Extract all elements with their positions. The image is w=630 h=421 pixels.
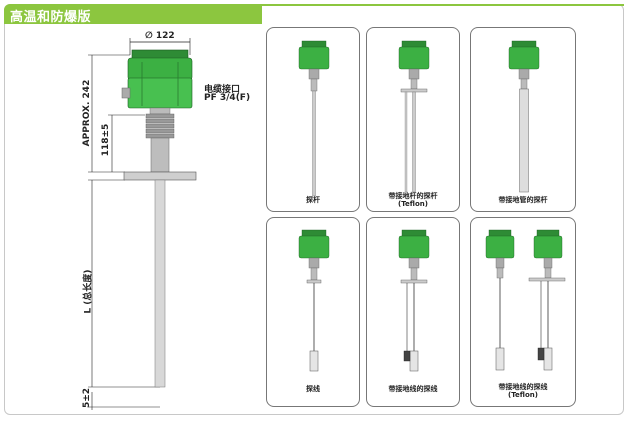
approx-242-label: APPROX. 242 <box>82 79 92 147</box>
diameter-label: ∅ 122 <box>145 31 175 41</box>
panel-subcaption: (Teflon) <box>398 200 428 208</box>
title-bar: 高温和防爆版 <box>4 4 262 25</box>
height-118-label: 118±5 <box>101 123 111 157</box>
panel-cable-probe: 探线 <box>266 217 360 407</box>
page-title: 高温和防爆版 <box>10 10 92 25</box>
cable-label-line2: PF 3/4(F) <box>204 93 251 103</box>
length-label: L (总长度) <box>83 269 94 314</box>
panel-caption: 带接地线的探线 <box>388 385 438 393</box>
panel-cable-ground-teflon: 带接地线的探线 (Teflon) <box>470 217 576 407</box>
panel-caption: 带接地杆的探杆 <box>388 192 438 200</box>
panel-caption: 探线 <box>306 385 320 393</box>
panel-subcaption: (Teflon) <box>508 391 538 399</box>
panel-rod-probe: 探杆 <box>266 27 360 212</box>
panel-caption: 带接地线的探线 <box>498 383 548 391</box>
panel-rod-ground-rod: 带接地杆的探杆 (Teflon) <box>366 27 460 212</box>
cable-label-line1: 电缆接口 <box>204 85 241 95</box>
title-stripe <box>262 4 624 6</box>
tolerance-label: 5±2 <box>82 387 92 409</box>
panel-caption: 探杆 <box>306 196 320 204</box>
panel-rod-ground-tube: 带接地管的探杆 <box>470 27 576 212</box>
panel-cable-ground-cable: 带接地线的探线 <box>366 217 460 407</box>
panel-caption: 带接地管的探杆 <box>498 196 548 204</box>
